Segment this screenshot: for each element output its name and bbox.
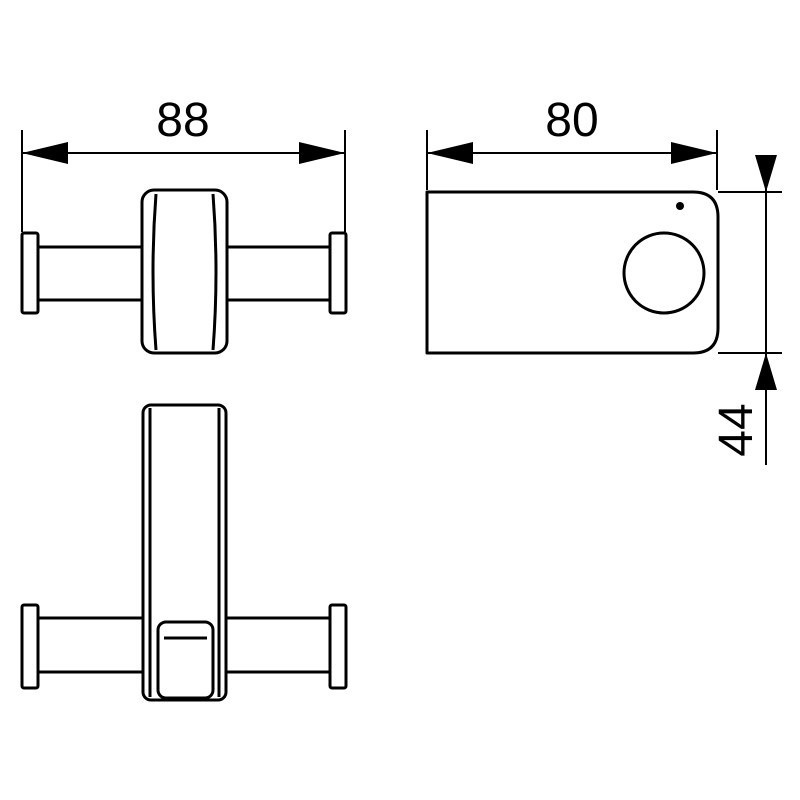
right-end-cap bbox=[328, 231, 348, 315]
round-hook-end bbox=[622, 231, 706, 315]
side-body bbox=[425, 190, 720, 355]
center-mount-block bbox=[140, 188, 229, 355]
right-end-cap bbox=[328, 603, 348, 690]
top-view bbox=[20, 403, 348, 702]
side-view: 80 44 bbox=[425, 94, 782, 465]
arrow-right-icon bbox=[671, 142, 717, 164]
mount-plate bbox=[141, 403, 228, 702]
arrow-right-icon bbox=[299, 142, 345, 164]
arrow-up-icon bbox=[755, 353, 777, 390]
screw-dot bbox=[676, 202, 684, 210]
dimension-label-44: 44 bbox=[710, 403, 763, 456]
dimension-label-88: 88 bbox=[156, 94, 209, 147]
front-view: 88 bbox=[20, 94, 348, 355]
left-end-cap bbox=[20, 603, 40, 690]
arrow-down-icon bbox=[755, 155, 777, 192]
arrow-left-icon bbox=[427, 142, 473, 164]
dimension-label-80: 80 bbox=[545, 94, 598, 147]
arrow-left-icon bbox=[22, 142, 68, 164]
hook-connector bbox=[156, 620, 215, 700]
left-end-cap bbox=[20, 231, 40, 315]
